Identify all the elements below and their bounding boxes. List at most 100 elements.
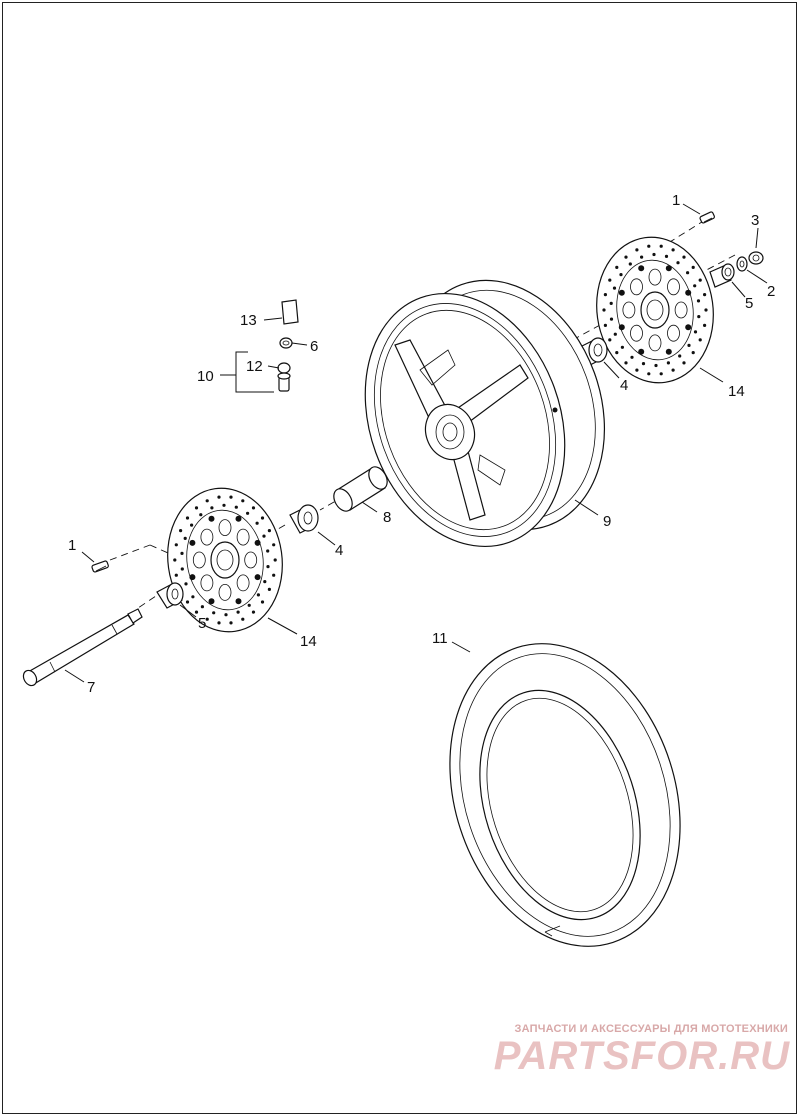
disc-drill-hole [263, 580, 267, 584]
watermark-tagline: ЗАПЧАСТИ И АКСЕССУАРЫ ДЛЯ МОТОТЕХНИКИ [514, 1023, 788, 1035]
disc-drill-hole [647, 372, 651, 376]
disc-rivet [638, 265, 645, 272]
disc-rivet [235, 598, 242, 605]
disc-carrier-cutout [648, 334, 662, 352]
disc-drill-hole [678, 354, 682, 358]
callout-13: 13 [240, 312, 257, 329]
disc-drill-hole [615, 265, 619, 269]
disc-drill-hole [635, 368, 639, 372]
disc-drill-hole [217, 495, 221, 499]
disc-drill-hole [255, 521, 259, 525]
disc-drill-hole [696, 299, 701, 303]
disc-drill-hole [698, 338, 702, 342]
callout-4-right: 4 [620, 377, 628, 394]
disc-drill-hole [262, 534, 266, 538]
disc-carrier-cutout [630, 278, 643, 296]
callout-1-top: 1 [672, 192, 680, 209]
disc-drill-hole [691, 265, 695, 269]
disc-drill-hole [224, 613, 228, 617]
disc-carrier-cutout [200, 574, 214, 592]
disc-drill-hole [267, 529, 271, 533]
disc-drill-hole [217, 621, 221, 625]
disc-drill-hole [273, 558, 277, 562]
disc-rivet [618, 324, 625, 331]
disc-drill-hole [190, 523, 194, 527]
disc-rivet [235, 515, 242, 522]
disc-drill-hole [205, 499, 209, 503]
disc-drill-hole [671, 368, 675, 372]
disc-rivet [208, 598, 215, 605]
callout-11: 11 [432, 630, 448, 647]
disc-drill-hole [686, 271, 690, 275]
disc-drill-hole [635, 248, 639, 252]
disc-drill-hole [179, 529, 183, 533]
disc-drill-hole [608, 278, 612, 282]
disc-drill-hole [174, 543, 178, 547]
disc-drill-hole [693, 330, 698, 334]
bearing-left [289, 504, 319, 534]
disc-drill-hole [664, 254, 669, 258]
disc-drill-hole [620, 345, 625, 349]
disc-drill-hole [251, 506, 256, 510]
leader-lines [64, 203, 768, 683]
disc-carrier-cutout [667, 278, 680, 296]
disc-drill-hole [666, 361, 671, 365]
callout-5-right: 5 [745, 295, 753, 312]
disc-rivet [618, 289, 625, 296]
disc-drill-hole [272, 573, 276, 577]
disc-carrier-cutout [192, 551, 206, 569]
callout-8: 8 [383, 509, 391, 526]
disc-drill-hole [260, 600, 265, 604]
spacer-left [156, 582, 184, 609]
disc-drill-hole [266, 549, 270, 553]
disc-drill-hole [609, 301, 613, 305]
callout-14-right: 14 [728, 383, 745, 400]
callout-5-left: 5 [198, 615, 206, 632]
nut [748, 251, 764, 265]
disc-drill-hole [682, 255, 686, 259]
disc-drill-hole [647, 244, 651, 248]
disc-drill-hole [703, 293, 707, 297]
disc-drill-hole [199, 513, 203, 517]
callout-14-left: 14 [300, 633, 317, 650]
disc-drill-hole [246, 511, 250, 515]
brake-disc-left [167, 487, 283, 633]
callout-7: 7 [87, 679, 95, 696]
disc-drill-hole [200, 605, 204, 609]
disc-drill-hole [609, 317, 614, 321]
tire [449, 643, 681, 947]
disc-drill-hole [659, 372, 663, 376]
disc-drill-hole [222, 503, 226, 507]
disc-carrier-cutout [674, 301, 688, 319]
disc-rivet [189, 539, 196, 546]
axle-spacer-tube [333, 466, 388, 512]
disc-drill-hole [191, 595, 195, 599]
disc-rivet [638, 348, 645, 355]
valve-nut [279, 337, 293, 349]
disc-rivet [189, 574, 196, 581]
disc-rivet [685, 324, 692, 331]
disc-drill-hole [229, 495, 233, 499]
disc-drill-hole [691, 351, 695, 355]
disc-rivet [665, 265, 672, 272]
disc-carrier-cutout [648, 268, 662, 286]
disc-rivet [208, 515, 215, 522]
disc-drill-hole [624, 255, 628, 259]
disc-carrier-cutout [622, 301, 636, 319]
callout-6: 6 [310, 338, 318, 355]
disc-drill-hole [703, 323, 707, 327]
disc-carrier-cutout [244, 551, 258, 569]
disc-drill-hole [267, 587, 271, 592]
disc-drill-hole [272, 543, 276, 547]
disc-drill-hole [697, 315, 701, 319]
disc-drill-hole [185, 516, 190, 520]
front-axle [22, 608, 143, 687]
disc-drill-hole [236, 610, 240, 614]
callout-10: 10 [197, 368, 214, 385]
disc-drill-hole [266, 565, 270, 569]
disc-carrier-cutout [218, 519, 232, 536]
disc-drill-hole [241, 617, 245, 621]
disc-drill-hole [173, 558, 177, 562]
disc-drill-hole [603, 293, 608, 297]
